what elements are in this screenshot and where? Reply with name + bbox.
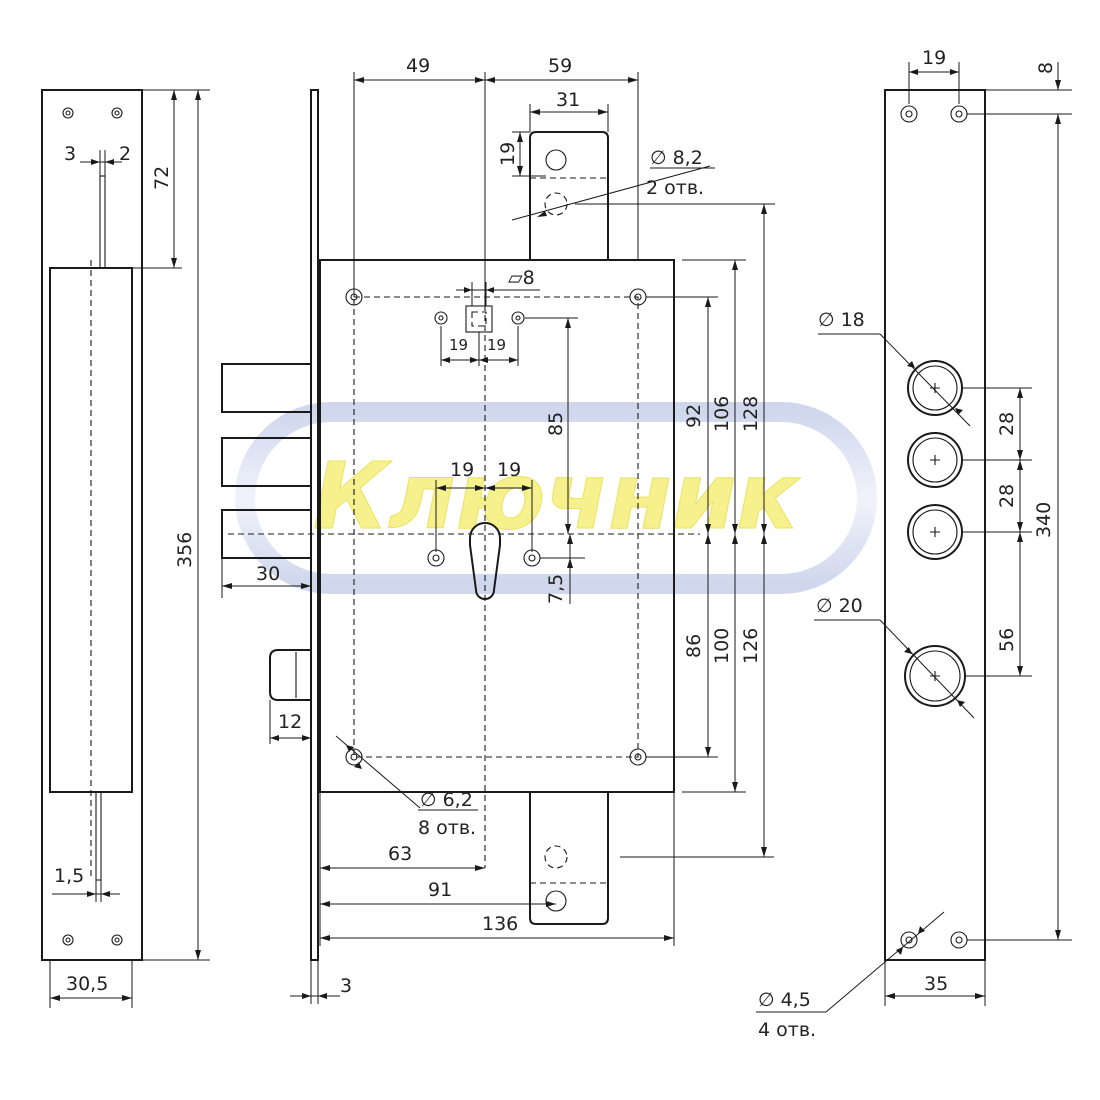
dim-right-340: 340 (1033, 502, 1055, 538)
dim-92: 92 (683, 404, 705, 428)
right-screw-holes (900, 105, 968, 949)
left-rod-bottom (95, 791, 102, 881)
right-view: 19 8 340 ∅ 18 28 28 56 ∅ 20 (756, 47, 1072, 1041)
dim-left-72: 72 (151, 166, 173, 190)
dim-right-56: 56 (996, 628, 1018, 652)
screw-hole-icon (634, 753, 642, 761)
screw-hole-icon (950, 931, 968, 949)
top-rod-hole (545, 149, 567, 171)
left-rod-top (99, 175, 106, 269)
dim-right-35: 35 (924, 973, 948, 995)
dim-left-356: 356 (174, 532, 196, 568)
dim-right-28-b: 28 (996, 484, 1018, 508)
dim-3-faceplate: 3 (340, 975, 352, 997)
dim-100: 100 (711, 628, 733, 664)
screw-hole-icon (634, 293, 642, 301)
watermark-text: Ключник (313, 443, 801, 550)
dim-left-2: 2 (119, 143, 131, 165)
screw-hole-icon (511, 311, 525, 325)
dim-85: 85 (545, 412, 567, 436)
screw-hole-icon (515, 315, 521, 321)
center-view: 49 59 31 19 ∅ 8,2 2 отв. ▱8 19 19 (221, 55, 775, 1004)
screw-hole-icon (350, 753, 358, 761)
screw-hole-icon (114, 110, 120, 116)
screw-hole-icon (955, 110, 963, 118)
left-view: 3 2 72 356 1,5 30,5 (41, 89, 210, 1008)
latch (269, 649, 311, 701)
dim-63: 63 (388, 843, 412, 865)
screw-hole-icon (345, 748, 363, 766)
dim-19-c: 19 (450, 459, 474, 481)
dim-49: 49 (406, 55, 430, 77)
top-rod (529, 131, 609, 260)
dim-19-a: 19 (449, 336, 468, 354)
label-dia-20: ∅ 20 (816, 595, 863, 617)
dim-106: 106 (711, 396, 733, 432)
screw-hole-icon (900, 105, 918, 123)
bottom-rod-dashed-hole (544, 845, 568, 869)
dim-86: 86 (683, 634, 705, 658)
dim-31: 31 (556, 89, 580, 111)
top-rod-dashed-hole (544, 192, 568, 216)
label-hole-6-2: ∅ 6,2 (420, 789, 473, 811)
screw-hole-icon (434, 311, 448, 325)
bolt-holes (904, 360, 966, 707)
dim-19-top: 19 (497, 142, 519, 166)
dim-126: 126 (740, 628, 762, 664)
spindle-square (465, 305, 493, 333)
left-strike-plate (41, 89, 143, 961)
screw-hole-icon (65, 110, 71, 116)
label-hole-6-2-count: 8 отв. (418, 817, 476, 839)
label-hole-4-5: ∅ 4,5 (758, 989, 811, 1011)
lock-case (319, 259, 675, 793)
screw-hole-icon (955, 936, 963, 944)
mounting-pattern (353, 296, 639, 758)
screw-hole-icon (62, 107, 74, 119)
watermark-ring (235, 402, 877, 594)
left-screw-holes (62, 107, 123, 946)
dim-right-19: 19 (922, 47, 946, 69)
screw-hole-icon (528, 554, 536, 562)
bolt-1 (221, 363, 312, 413)
label-hole-8-2-count: 2 отв. (646, 177, 704, 199)
right-strike-plate (884, 89, 986, 961)
bolt-2 (221, 437, 312, 487)
label-dia-18: ∅ 18 (818, 309, 865, 331)
dim-12: 12 (278, 711, 302, 733)
dim-19-d: 19 (497, 459, 521, 481)
screw-hole-icon (905, 110, 913, 118)
screw-hole-icon (111, 934, 123, 946)
dim-left-30-5: 30,5 (66, 973, 108, 995)
bottom-rod (529, 792, 609, 925)
screw-hole-icon (114, 937, 120, 943)
dim-59: 59 (548, 55, 572, 77)
bottom-rod-hole (545, 890, 567, 912)
screw-hole-icon (900, 931, 918, 949)
dim-right-8: 8 (1035, 62, 1057, 74)
screw-hole-icon (432, 554, 440, 562)
screw-hole-icon (111, 107, 123, 119)
spindle-square-inner (471, 311, 487, 327)
dim-19-b: 19 (487, 336, 506, 354)
screw-hole-icon (65, 937, 71, 943)
dim-left-1-5: 1,5 (54, 865, 84, 887)
screw-hole-icon (62, 934, 74, 946)
dim-left-3: 3 (64, 143, 76, 165)
dim-right-28-a: 28 (996, 412, 1018, 436)
dim-91: 91 (428, 879, 452, 901)
dim-7-5: 7,5 (545, 574, 567, 604)
label-hole-4-5-count: 4 отв. (758, 1019, 816, 1041)
watermark: Ключник (235, 402, 877, 594)
dim-30: 30 (256, 563, 280, 585)
label-square-8: ▱8 (508, 267, 535, 289)
dim-136: 136 (482, 913, 518, 935)
cylinder-cutout (469, 522, 501, 600)
label-hole-8-2: ∅ 8,2 (650, 147, 703, 169)
screw-hole-icon (438, 315, 444, 321)
screw-hole-icon (950, 105, 968, 123)
screw-hole-icon (427, 549, 445, 567)
dim-128: 128 (740, 396, 762, 432)
screw-hole-icon (523, 549, 541, 567)
screw-hole-icon (905, 936, 913, 944)
